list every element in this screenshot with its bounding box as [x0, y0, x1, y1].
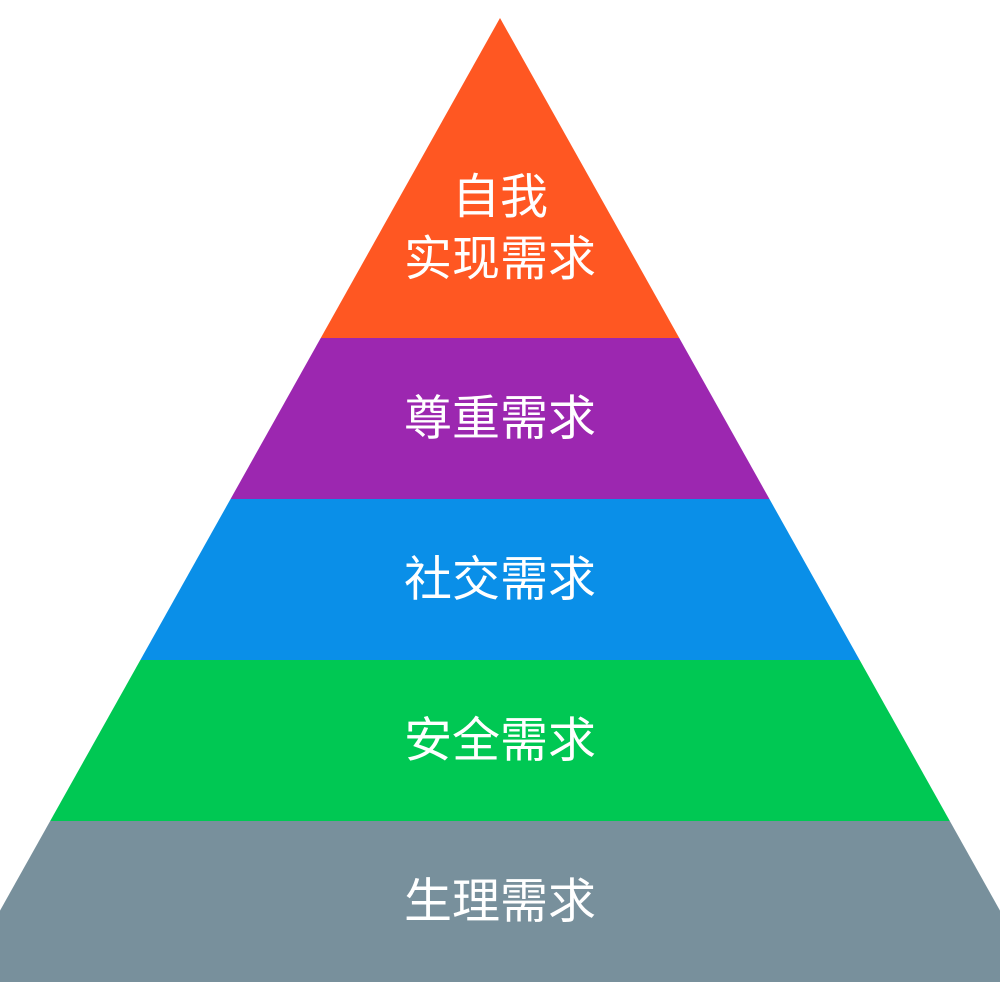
pyramid-tier-5 — [0, 821, 1000, 982]
pyramid-tier-1 — [320, 18, 680, 338]
pyramid-tiers — [0, 18, 1000, 982]
pyramid-tier-1-label-line-1: 自我 — [452, 169, 548, 225]
pyramid-tier-4 — [50, 660, 950, 821]
pyramid-tier-2 — [230, 338, 770, 499]
pyramid-tier-3 — [140, 499, 860, 660]
pyramid-tier-4-label-line-1: 安全需求 — [404, 713, 596, 769]
pyramid-tier-1-label-line-2: 实现需求 — [404, 231, 596, 287]
pyramid-tier-3-label-line-1: 社交需求 — [404, 552, 596, 608]
pyramid-tier-2-label-line-1: 尊重需求 — [404, 391, 596, 447]
pyramid-tier-5-label-line-1: 生理需求 — [404, 874, 596, 930]
